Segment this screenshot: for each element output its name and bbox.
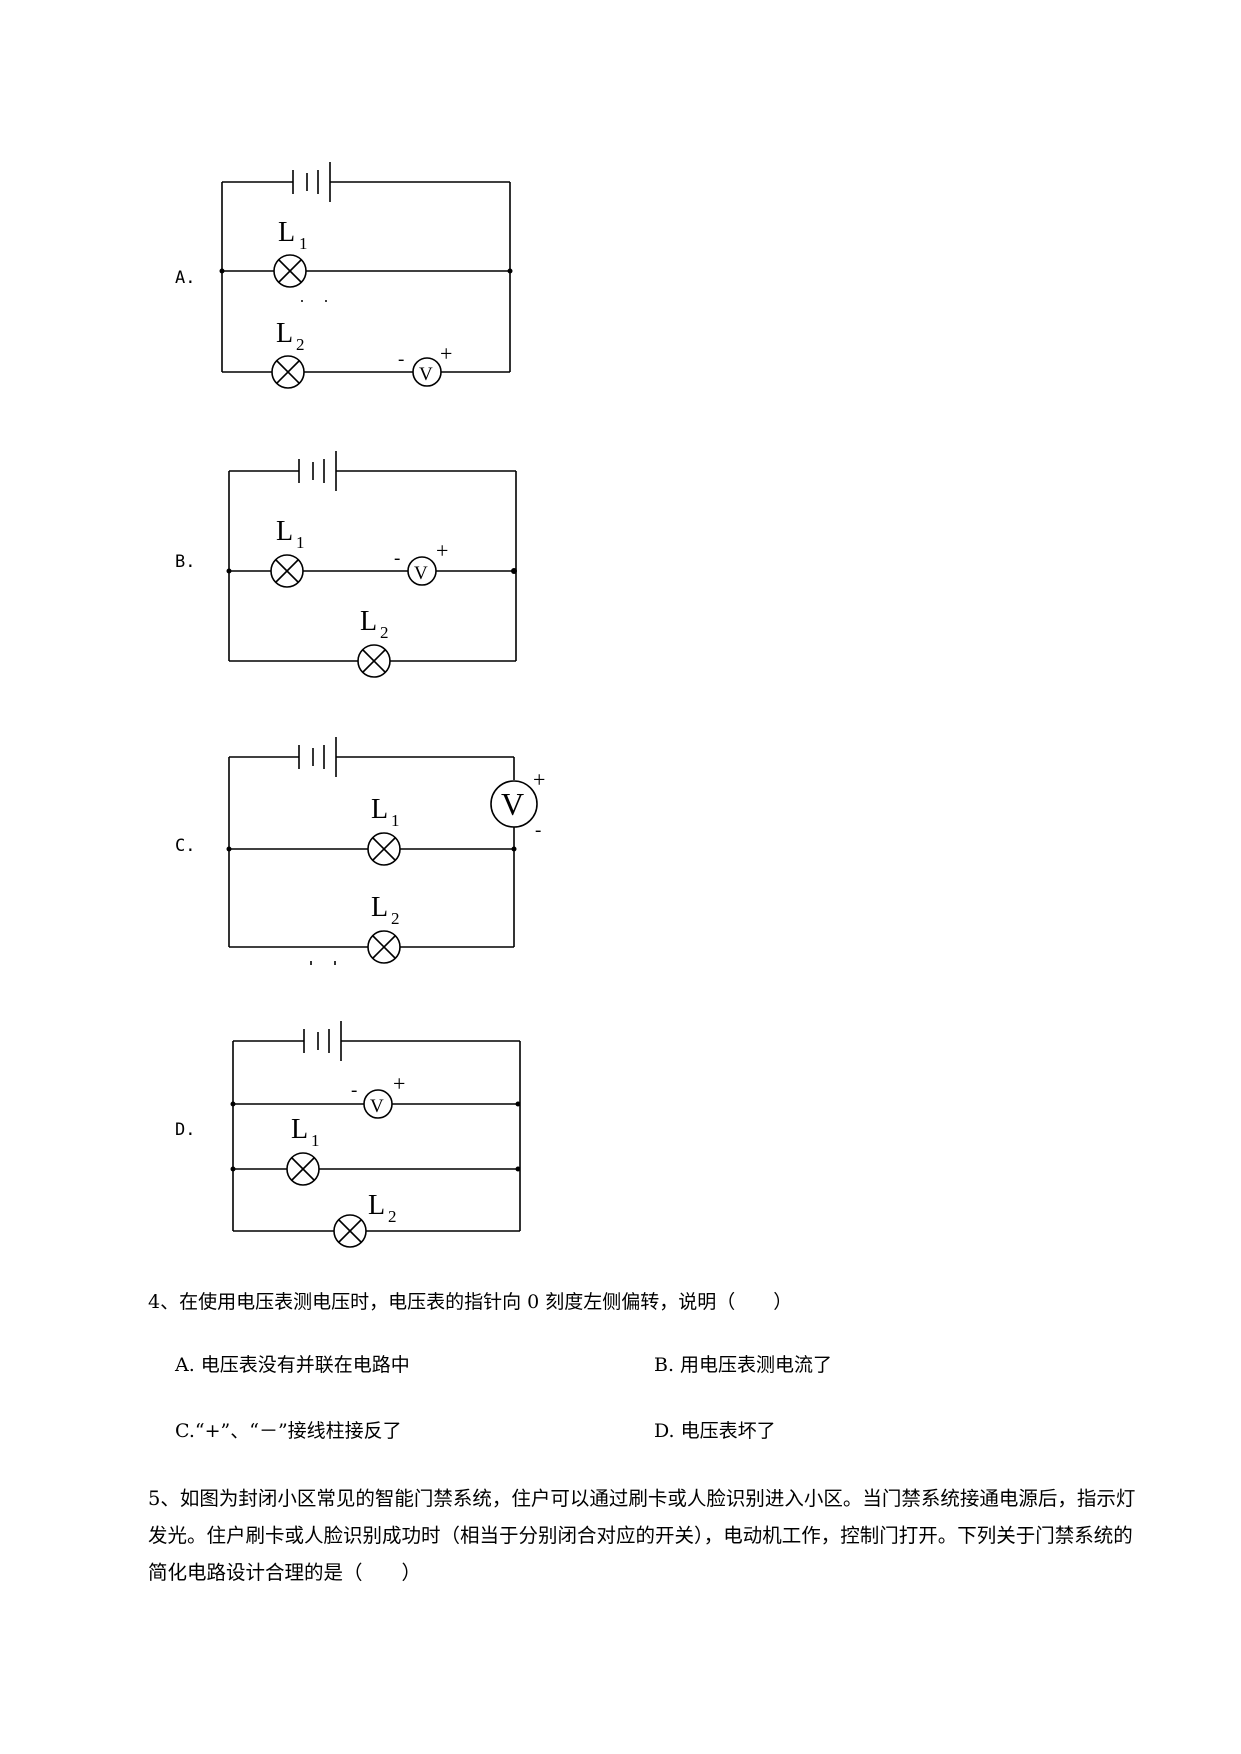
lamp-l1-label: L xyxy=(291,1114,308,1145)
question-4-choice-c[interactable]: C.“+”、“－”接线柱接反了 xyxy=(175,1420,402,1442)
lamp-l2-label: L xyxy=(371,892,388,923)
option-c-label: C. xyxy=(175,836,196,856)
voltmeter-minus: - xyxy=(351,1080,357,1101)
lamp-l2-sub: 2 xyxy=(391,909,400,928)
option-a-label: A. xyxy=(175,268,196,288)
question-5-stem: 5、如图为封闭小区常见的智能门禁系统，住户可以通过刷卡或人脸识别进入小区。当门禁… xyxy=(148,1487,1136,1584)
lamp-l2-sub: 2 xyxy=(388,1207,397,1226)
voltmeter-minus: - xyxy=(398,349,404,370)
question-4-choice-a[interactable]: A. 电压表没有并联在电路中 xyxy=(175,1354,410,1376)
voltmeter-plus: + xyxy=(440,341,452,366)
lamp-l1-sub: 1 xyxy=(296,533,305,552)
question-4-choice-d[interactable]: D. 电压表坏了 xyxy=(654,1420,776,1442)
voltmeter-minus: - xyxy=(535,820,541,841)
voltmeter-symbol: V xyxy=(370,1096,384,1117)
lamp-l1-label: L xyxy=(278,217,295,248)
lamp-l2-label: L xyxy=(276,318,293,349)
lamp-l1-sub: 1 xyxy=(311,1131,320,1150)
lamp-l1-label: L xyxy=(371,794,388,825)
lamp-l2-label: L xyxy=(360,606,377,637)
voltmeter-plus: + xyxy=(393,1071,405,1096)
lamp-l2-label: L xyxy=(368,1190,385,1221)
question-4-choice-b[interactable]: B. 用电压表测电流了 xyxy=(654,1354,833,1376)
lamp-l1-label: L xyxy=(276,516,293,547)
lamp-l2-sub: 2 xyxy=(380,623,389,642)
lamp-l1-sub: 1 xyxy=(391,811,400,830)
voltmeter-plus: + xyxy=(436,538,448,563)
question-4-stem: 4、在使用电压表测电压时，电压表的指针向 0 刻度左侧偏转，说明（ ） xyxy=(148,1291,793,1313)
voltmeter-symbol: V xyxy=(414,563,428,584)
lamp-l1-sub: 1 xyxy=(299,234,308,253)
voltmeter-minus: - xyxy=(394,548,400,569)
option-b-label: B. xyxy=(175,552,196,572)
voltmeter-plus: + xyxy=(533,767,545,792)
lamp-l2-sub: 2 xyxy=(296,335,305,354)
voltmeter-symbol: V xyxy=(501,786,524,822)
voltmeter-symbol: V xyxy=(419,364,433,385)
option-d-label: D. xyxy=(175,1120,196,1140)
